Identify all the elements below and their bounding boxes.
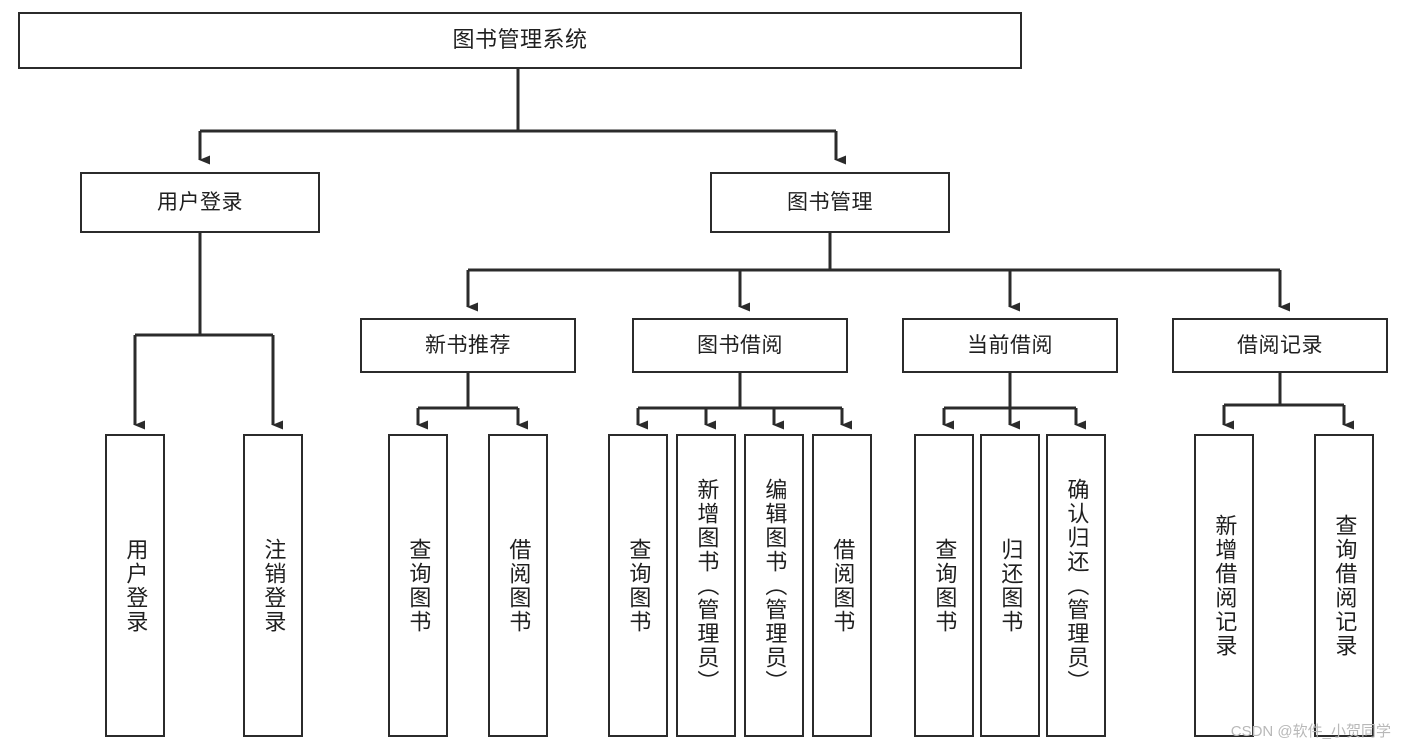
node-user-login[interactable]: 用户登录 <box>80 172 320 233</box>
node-label: 图书借阅 <box>697 333 783 357</box>
leaf-node-user-login[interactable]: 用户登录 <box>105 434 165 737</box>
leaf-node-add-book-admin[interactable]: 新增图书（管理员） <box>676 434 736 737</box>
node-label: 确认归还（管理员） <box>1064 477 1090 694</box>
leaf-node-query-book-rec[interactable]: 查询图书 <box>388 434 448 737</box>
node-label: 图书管理 <box>787 190 873 214</box>
node-label: 查询图书 <box>626 537 652 634</box>
node-new-book-recommendation[interactable]: 新书推荐 <box>360 318 576 373</box>
node-label: 借阅图书 <box>506 537 532 634</box>
node-label: 当前借阅 <box>967 333 1053 357</box>
node-label: 用户登录 <box>157 190 243 214</box>
leaf-node-edit-book-admin[interactable]: 编辑图书（管理员） <box>744 434 804 737</box>
node-label: 新增图书（管理员） <box>694 477 720 694</box>
node-label: 用户登录 <box>123 537 149 634</box>
node-current-borrowing[interactable]: 当前借阅 <box>902 318 1118 373</box>
leaf-node-query-borrow-record[interactable]: 查询借阅记录 <box>1314 434 1374 737</box>
node-label: 编辑图书（管理员） <box>762 477 788 694</box>
node-label: 查询借阅记录 <box>1332 513 1358 658</box>
node-label: 新增借阅记录 <box>1212 513 1238 658</box>
node-book-borrowing[interactable]: 图书借阅 <box>632 318 848 373</box>
node-label: 新书推荐 <box>425 333 511 357</box>
node-book-management[interactable]: 图书管理 <box>710 172 950 233</box>
leaf-node-borrow-book-rec[interactable]: 借阅图书 <box>488 434 548 737</box>
leaf-node-query-book-borrow[interactable]: 查询图书 <box>608 434 668 737</box>
leaf-node-logout[interactable]: 注销登录 <box>243 434 303 737</box>
leaf-node-add-borrow-record[interactable]: 新增借阅记录 <box>1194 434 1254 737</box>
leaf-node-query-book-current[interactable]: 查询图书 <box>914 434 974 737</box>
leaf-node-confirm-return-admin[interactable]: 确认归还（管理员） <box>1046 434 1106 737</box>
leaf-node-borrow-book[interactable]: 借阅图书 <box>812 434 872 737</box>
node-label: 借阅记录 <box>1237 333 1323 357</box>
node-label: 注销登录 <box>261 537 287 634</box>
node-borrowing-record[interactable]: 借阅记录 <box>1172 318 1388 373</box>
node-label: 借阅图书 <box>830 537 856 634</box>
node-label: 查询图书 <box>932 537 958 634</box>
node-label: 查询图书 <box>406 537 432 634</box>
leaf-node-return-book[interactable]: 归还图书 <box>980 434 1040 737</box>
csdn-watermark: CSDN @软件_小贺同学 <box>1230 723 1391 740</box>
node-label: 归还图书 <box>998 537 1024 634</box>
node-book-management-system[interactable]: 图书管理系统 <box>18 12 1022 69</box>
node-label: 图书管理系统 <box>452 27 588 53</box>
